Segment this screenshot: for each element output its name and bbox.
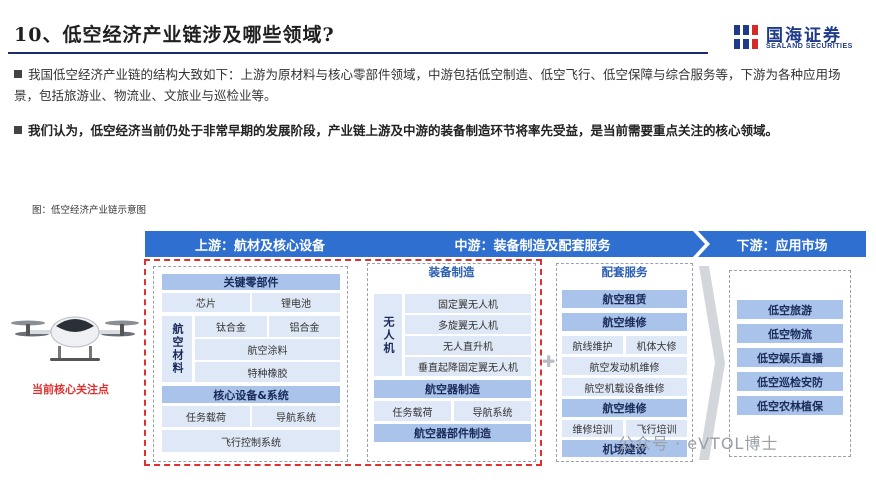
stage-upstream: 上游：航材及核心设备: [145, 231, 375, 257]
paragraph-text: 我们认为，低空经济当前仍处于非常早期的发展阶段，产业链上游及中游的装备制造环节将…: [28, 123, 779, 138]
aircraft-manufacturing-box: 航空器制造: [374, 380, 531, 398]
manufacturing-frame: [367, 263, 536, 462]
company-logo: 国海证券 SEALAND SECURITIES: [732, 18, 862, 58]
stage-arrow-icon: [360, 231, 705, 257]
logo-text-cn: 国海证券: [766, 26, 842, 46]
bullet-square-icon: [14, 126, 22, 134]
paragraph-opinion: 我们认为，低空经济当前仍处于非常早期的发展阶段，产业链上游及中游的装备制造环节将…: [14, 120, 864, 141]
evtol-drone-icon: [11, 316, 139, 361]
navigation-box: 导航系统: [252, 406, 340, 427]
multi-rotor-box: 多旋翼无人机: [405, 315, 531, 334]
page-title: 10、低空经济产业链涉及哪些领域?: [14, 24, 335, 46]
title-rule: [8, 52, 708, 54]
onboard-equipment-box: 航空机载设备维修: [562, 378, 687, 396]
vtol-box: 垂直起降固定翼无人机: [405, 357, 531, 376]
downstream-item: 低空物流: [737, 324, 843, 343]
helicopter-box: 无人直升机: [405, 336, 531, 355]
airport-construction-box: 机场建设: [562, 440, 687, 457]
watermark: 公众号 · eVTOL博士: [618, 434, 779, 453]
overhaul-box: 机体大修: [626, 336, 687, 354]
sealand-logo-icon: [734, 25, 758, 49]
bullet-square-icon: [14, 70, 22, 78]
downstream-item: 低空巡检安防: [737, 372, 843, 391]
mid-payload-box: 任务载荷: [374, 401, 451, 421]
aviation-materials-label: 航空材料: [162, 316, 192, 382]
battery-box: 锂电池: [252, 293, 340, 312]
flow-chevron-icon: [699, 266, 725, 460]
flight-training-box: 飞行培训: [626, 420, 687, 437]
downstream-item: 低空旅游: [737, 300, 843, 319]
downstream-item: 低空农林植保: [737, 396, 843, 415]
key-parts-box: 关键零部件: [162, 274, 340, 290]
coating-box: 航空涂料: [195, 339, 340, 360]
uav-label: 无人机: [374, 294, 402, 376]
stage-downstream: 下游：应用市场: [698, 231, 866, 257]
paragraph-text: 我国低空经济产业链的结构大致如下：上游为原材料与核心零部件领域，中游包括低空制造…: [14, 67, 841, 103]
line-maintenance-box: 航线维护: [562, 336, 623, 354]
manufacturing-heading: 装备制造: [428, 265, 475, 279]
plus-icon: ✚: [542, 352, 556, 371]
engine-maintenance-box: 航空发动机维修: [562, 357, 687, 375]
services-heading: 配套服务: [601, 265, 648, 279]
mid-navigation-box: 导航系统: [454, 401, 531, 421]
payload-box: 任务载荷: [162, 406, 250, 427]
paragraph-structure: 我国低空经济产业链的结构大致如下：上游为原材料与核心零部件领域，中游包括低空制造…: [14, 64, 864, 106]
maintenance2-box: 航空维修: [562, 399, 687, 417]
titanium-box: 钛合金: [195, 316, 267, 337]
stage-arrow-icon: [698, 231, 866, 257]
leasing-box: 航空租赁: [562, 290, 687, 308]
downstream-frame: [729, 270, 851, 457]
core-systems-box: 核心设备&系统: [162, 386, 340, 403]
maintenance-box: 航空维修: [562, 313, 687, 331]
chip-box: 芯片: [162, 293, 250, 312]
rubber-box: 特种橡胶: [195, 362, 340, 382]
repair-training-box: 维修培训: [562, 420, 623, 437]
figure-caption: 图：低空经济产业链示意图: [32, 205, 147, 216]
parts-manufacturing-box: 航空器部件制造: [374, 424, 531, 442]
aluminum-box: 铝合金: [269, 316, 340, 337]
core-focus-frame: [144, 259, 542, 466]
stage-midstream: 中游：装备制造及配套服务: [360, 231, 705, 257]
stage-arrow-icon: [145, 231, 375, 257]
flight-control-box: 飞行控制系统: [162, 430, 340, 452]
upstream-frame: [153, 266, 348, 462]
downstream-item: 低空娱乐直播: [737, 348, 843, 367]
services-frame: [556, 263, 693, 462]
fixed-wing-box: 固定翼无人机: [405, 294, 531, 313]
core-focus-label: 当前核心关注点: [32, 383, 109, 396]
logo-text-en: SEALAND SECURITIES: [766, 43, 853, 50]
